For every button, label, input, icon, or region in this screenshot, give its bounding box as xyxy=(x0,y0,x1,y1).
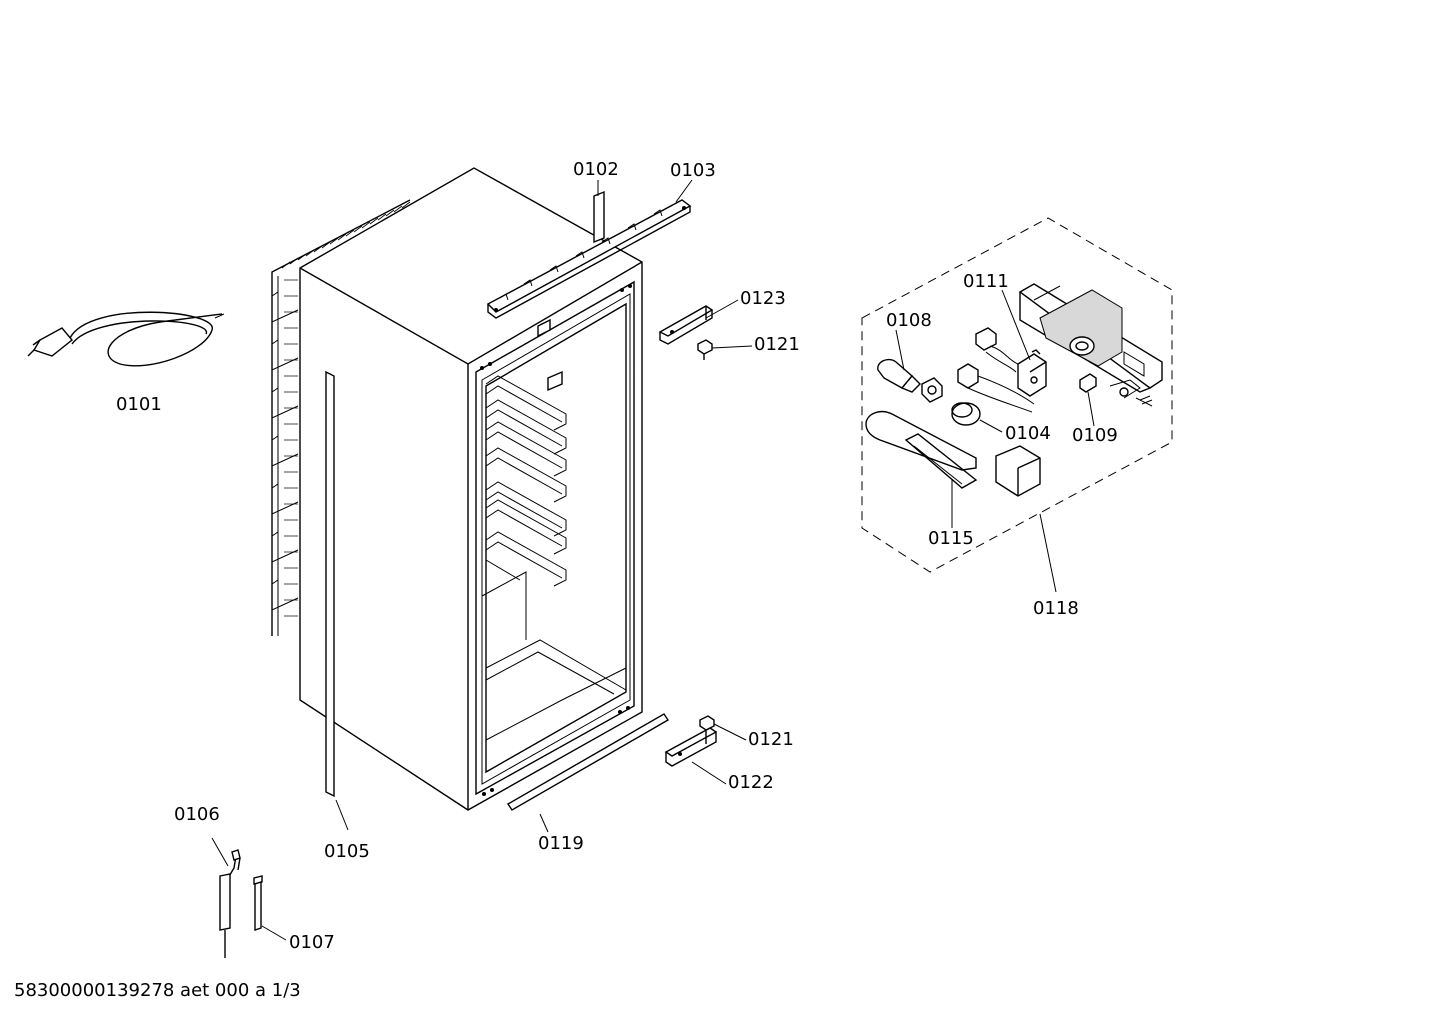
condenser-coil xyxy=(271,199,411,636)
temperature-sensor-part xyxy=(219,849,241,958)
label-0104: 0104 xyxy=(1005,423,1051,444)
label-0118: 0118 xyxy=(1033,598,1079,619)
label-0123: 0123 xyxy=(740,288,786,309)
label-0103: 0103 xyxy=(670,160,716,181)
leader-lines xyxy=(211,179,1095,941)
document-id: 58300000139278 aet 000 a 1/3 xyxy=(14,980,301,1001)
label-0108: 0108 xyxy=(886,310,932,331)
label-0119: 0119 xyxy=(538,833,584,854)
label-0121-top: 0121 xyxy=(754,334,800,355)
label-0102: 0102 xyxy=(573,159,619,180)
light-thermostat-assembly xyxy=(861,217,1173,573)
top-cover-strip xyxy=(486,190,692,319)
side-trim-strip xyxy=(325,370,335,798)
label-0105: 0105 xyxy=(324,841,370,862)
label-0106: 0106 xyxy=(174,804,220,825)
cabinet-body xyxy=(299,167,643,811)
top-hinge-part xyxy=(658,305,714,360)
label-0121-bottom: 0121 xyxy=(748,729,794,750)
power-cord-part xyxy=(27,311,225,367)
label-0115: 0115 xyxy=(928,528,974,549)
label-0107: 0107 xyxy=(289,932,335,953)
part-labels: 0101 0102 0103 0123 0121 0111 0108 0104 … xyxy=(116,159,1118,953)
label-0101: 0101 xyxy=(116,394,162,415)
sensor-probe-part xyxy=(253,875,263,931)
bottom-trim-strip xyxy=(507,713,669,811)
label-0122: 0122 xyxy=(728,772,774,793)
label-0111: 0111 xyxy=(963,271,1009,292)
bottom-hinge-part xyxy=(664,715,718,767)
label-0109: 0109 xyxy=(1072,425,1118,446)
